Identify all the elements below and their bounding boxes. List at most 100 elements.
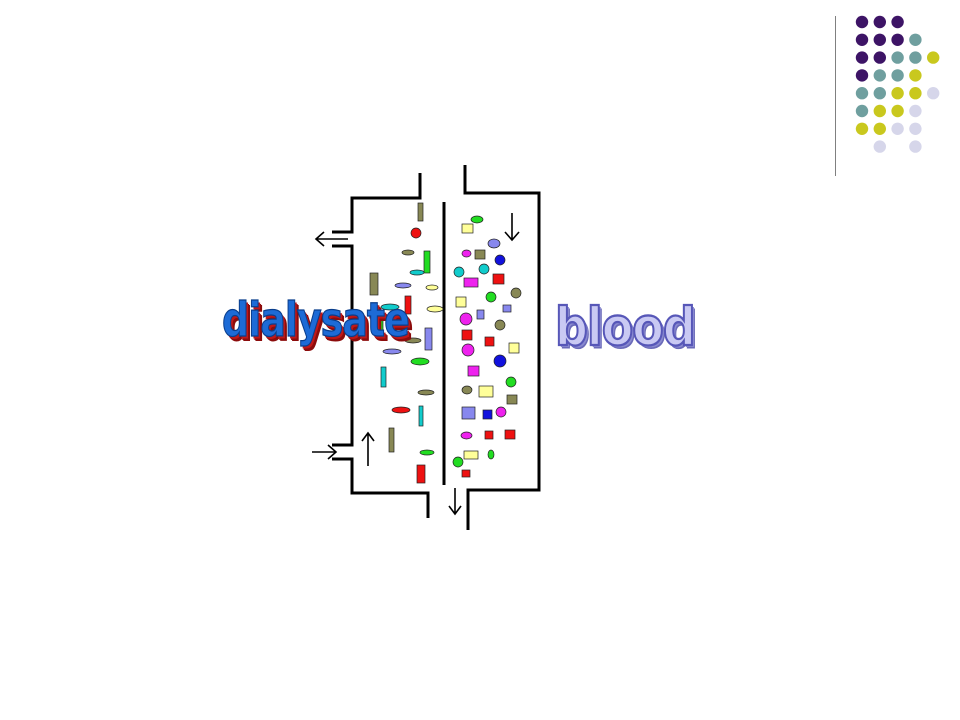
dialysate-compartment-wall bbox=[332, 173, 422, 234]
solute-particle bbox=[380, 366, 387, 388]
solute-particle bbox=[380, 303, 400, 311]
decorative-dot bbox=[891, 122, 904, 135]
solute-particle bbox=[461, 249, 472, 258]
solute-particle bbox=[426, 305, 444, 313]
solute-particle bbox=[409, 269, 425, 276]
solute-particle bbox=[460, 431, 473, 440]
decorative-divider-line bbox=[835, 16, 836, 176]
decorative-dot bbox=[891, 69, 904, 82]
dialysate-in-arrow bbox=[312, 444, 338, 460]
decorative-dot bbox=[909, 51, 922, 64]
dialysate-up-arrow bbox=[361, 431, 375, 466]
decorative-dot bbox=[891, 87, 904, 100]
decorative-dot bbox=[909, 122, 922, 135]
decorative-dot bbox=[891, 15, 904, 29]
solute-particle bbox=[425, 284, 439, 291]
decorative-dot bbox=[873, 33, 886, 46]
decorative-dot bbox=[909, 104, 922, 118]
solute-particles bbox=[369, 202, 522, 484]
solute-particle bbox=[510, 287, 522, 299]
solute-particle bbox=[478, 263, 490, 275]
solute-particle bbox=[459, 312, 473, 326]
solute-particle bbox=[410, 227, 422, 239]
solute-particle bbox=[418, 405, 424, 427]
decorative-dot bbox=[873, 15, 886, 29]
solute-particle bbox=[484, 336, 495, 347]
blood-down-arrow-top bbox=[504, 213, 520, 242]
solute-particle bbox=[463, 450, 479, 460]
solute-particle bbox=[495, 406, 507, 418]
decorative-dot bbox=[927, 51, 940, 64]
dialysate-label: dialysate bbox=[222, 292, 411, 348]
solute-particle bbox=[482, 409, 493, 420]
solute-particle bbox=[484, 430, 494, 440]
solute-particle bbox=[492, 273, 505, 285]
solute-particle bbox=[401, 249, 415, 256]
solute-particle bbox=[424, 327, 433, 351]
solute-particle bbox=[505, 376, 517, 388]
solute-particle bbox=[461, 406, 476, 420]
solute-particle bbox=[410, 357, 430, 366]
decorative-dot bbox=[891, 104, 904, 118]
decorative-dot bbox=[855, 15, 869, 29]
solute-particle bbox=[419, 449, 435, 456]
decorative-dot bbox=[855, 33, 869, 46]
dialysate-compartment-wall-lower bbox=[332, 457, 430, 518]
solute-particle bbox=[461, 343, 475, 357]
solute-particle bbox=[485, 291, 497, 303]
solute-particle bbox=[470, 215, 484, 224]
decorative-dot bbox=[873, 87, 886, 100]
solute-particle bbox=[474, 249, 486, 260]
decorative-dot bbox=[873, 69, 886, 82]
solute-particle bbox=[461, 385, 473, 395]
decorative-dot bbox=[873, 104, 886, 118]
solute-particle bbox=[461, 469, 471, 478]
solute-particle bbox=[417, 202, 424, 222]
solute-particle bbox=[502, 304, 512, 313]
solute-particle bbox=[369, 272, 379, 296]
solute-particle bbox=[423, 250, 431, 274]
decorative-dot bbox=[909, 87, 922, 100]
solute-particle bbox=[404, 337, 422, 344]
decorative-dot bbox=[891, 33, 904, 46]
decorative-dot bbox=[855, 69, 869, 82]
solute-particle bbox=[394, 282, 412, 289]
solute-particle bbox=[391, 406, 411, 414]
solute-particle bbox=[417, 389, 435, 396]
solute-particle bbox=[494, 254, 506, 266]
decorative-dot bbox=[855, 122, 869, 135]
solute-particle bbox=[494, 319, 506, 331]
decorative-dot bbox=[873, 122, 886, 135]
solute-particle bbox=[404, 295, 412, 315]
decorative-dot bbox=[873, 140, 886, 153]
solute-particle bbox=[476, 309, 485, 320]
solute-particle bbox=[493, 354, 507, 368]
solute-particle bbox=[461, 223, 474, 234]
dialysate-outflow-port bbox=[332, 244, 354, 447]
solute-particle bbox=[487, 238, 501, 249]
solute-particle bbox=[461, 329, 473, 341]
decorative-dot bbox=[855, 104, 869, 118]
solute-particle bbox=[504, 429, 516, 440]
solute-particle bbox=[463, 277, 479, 288]
decorative-dot bbox=[909, 33, 922, 46]
solute-particle bbox=[416, 464, 426, 484]
blood-down-arrow-bottom bbox=[448, 488, 462, 516]
blood-compartment-wall bbox=[463, 165, 541, 530]
solute-particle bbox=[452, 456, 464, 468]
decorative-dot bbox=[909, 69, 922, 82]
solute-particle bbox=[506, 394, 518, 405]
solute-particle bbox=[382, 348, 402, 355]
solute-particle bbox=[467, 365, 480, 377]
decorative-dot bbox=[909, 140, 922, 153]
solute-particle bbox=[388, 427, 395, 453]
decorative-dot bbox=[927, 87, 940, 100]
decorative-dot bbox=[873, 51, 886, 64]
solute-particle bbox=[455, 296, 467, 308]
solute-particle bbox=[377, 317, 384, 337]
dialysate-out-arrow bbox=[314, 231, 348, 247]
blood-label: blood bbox=[554, 295, 697, 358]
solute-particle bbox=[478, 385, 494, 398]
solute-particle bbox=[487, 449, 495, 460]
